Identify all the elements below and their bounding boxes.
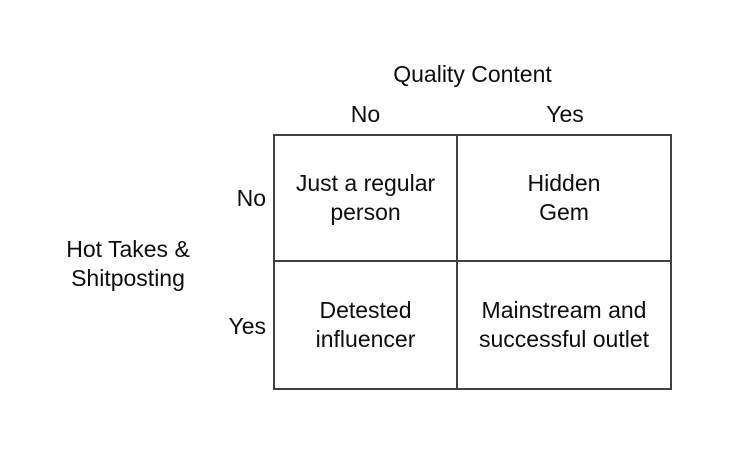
row-axis-title: Hot Takes & Shitposting [66,236,190,291]
cell-no-quality-no-hot-takes: Just a regular person [275,136,458,262]
cell-yes-quality-yes-hot-takes: Mainstream and successful outlet [478,297,650,352]
matrix-grid: Just a regular person Hidden Gem Deteste… [273,134,672,390]
column-label-yes: Yes [546,101,584,127]
cell-yes-quality-no-hot-takes: Hidden Gem [458,136,670,262]
row-label-no: No [236,185,266,211]
row-label-yes: Yes [228,313,266,339]
column-axis-title: Quality Content [393,61,552,87]
column-label-no: No [350,101,381,127]
cell-no-quality-yes-hot-takes: Detested influencer [275,262,458,388]
